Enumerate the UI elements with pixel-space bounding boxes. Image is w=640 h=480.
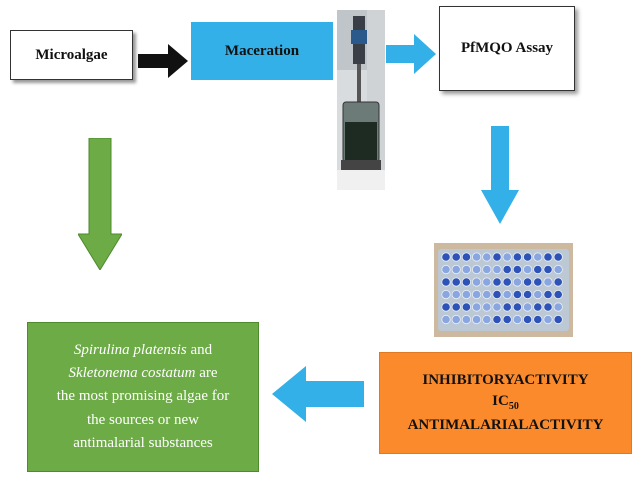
plate-well	[553, 302, 563, 312]
plate-well	[543, 314, 553, 325]
plate-well	[502, 252, 512, 262]
plate-well	[512, 314, 523, 325]
plate-well	[543, 289, 553, 300]
plate-well	[461, 289, 472, 300]
conclusion-box: Spirulina platensis and Skletonema costa…	[27, 322, 259, 472]
plate-well	[523, 264, 533, 275]
plate-well	[482, 302, 492, 312]
plate-well	[553, 277, 563, 287]
maceration-box: Maceration	[191, 22, 333, 80]
plate-well	[441, 289, 451, 300]
plate-well	[461, 277, 472, 287]
antimalarial-activity-label: ANTIMALARIALACTIVITY	[407, 416, 604, 433]
species-2-label: Skletonema costatum	[68, 365, 196, 382]
plate-well	[471, 289, 482, 300]
plate-well	[451, 264, 461, 275]
arrow-right-black	[138, 44, 188, 78]
arrow-left-blue	[272, 366, 364, 422]
plate-well	[543, 264, 553, 275]
plate-well	[441, 277, 451, 287]
plate-well	[492, 264, 502, 275]
species-1-label: Spirulina platensis	[73, 341, 187, 358]
plate-well	[492, 252, 502, 262]
arrow-down-green	[78, 138, 122, 270]
plate-well	[533, 277, 543, 287]
microalgae-box: Microalgae	[10, 30, 133, 80]
plate-well	[471, 264, 482, 275]
plate-well	[512, 289, 523, 300]
plate-well	[492, 314, 502, 325]
plate-well	[533, 252, 543, 262]
plate-well	[512, 302, 523, 312]
plate-well	[533, 289, 543, 300]
plate-well	[543, 277, 553, 287]
plate-well	[461, 252, 472, 262]
plate-well	[502, 277, 512, 287]
plate-well	[482, 314, 492, 325]
plate-well	[543, 252, 553, 262]
plate-well	[553, 264, 563, 275]
microalgae-label: Microalgae	[35, 46, 108, 63]
plate-well	[471, 302, 482, 312]
plate-well	[471, 277, 482, 287]
plate-well	[451, 314, 461, 325]
well-plate-photo	[434, 243, 573, 337]
plate-well	[512, 264, 523, 275]
plate-well	[482, 252, 492, 262]
plate-well	[471, 314, 482, 325]
plate-well	[451, 289, 461, 300]
plate-well	[533, 314, 543, 325]
plate-well	[533, 302, 543, 312]
plate-well	[441, 314, 451, 325]
homogenizer-photo	[337, 10, 385, 190]
maceration-label: Maceration	[224, 42, 300, 59]
plate-well	[523, 289, 533, 300]
pfmqo-assay-box: PfMQO Assay	[439, 6, 575, 91]
plate-well	[461, 264, 472, 275]
plate-well	[533, 264, 543, 275]
plate-well	[441, 264, 451, 275]
plate-well	[482, 264, 492, 275]
plate-well	[451, 252, 461, 262]
plate-well	[502, 302, 512, 312]
plate-well	[471, 252, 482, 262]
plate-well	[553, 289, 563, 300]
plate-well	[502, 264, 512, 275]
plate-well	[512, 252, 523, 262]
plate-well	[512, 277, 523, 287]
plate-well	[523, 277, 533, 287]
plate-well	[451, 277, 461, 287]
plate-well	[482, 289, 492, 300]
plate-well	[523, 252, 533, 262]
plate-well	[441, 302, 451, 312]
plate-well	[492, 277, 502, 287]
plate-well	[461, 302, 472, 312]
plate-well	[502, 314, 512, 325]
plate-well	[553, 314, 563, 325]
arrow-down-blue	[481, 126, 519, 224]
inhibitory-activity-label: INHIBITORYACTIVITY	[422, 371, 589, 388]
plate-well	[553, 252, 563, 262]
plate-well	[451, 302, 461, 312]
arrow-right-blue	[386, 34, 436, 74]
ic50-label: IC50	[492, 393, 519, 413]
plate-well	[523, 314, 533, 325]
result-box: INHIBITORYACTIVITY IC50 ANTIMALARIALACTI…	[379, 352, 632, 454]
conclusion-text: Spirulina platensis and Skletonema costa…	[56, 341, 230, 451]
plate-well	[492, 289, 502, 300]
plate-well	[523, 302, 533, 312]
plate-well	[502, 289, 512, 300]
plate-well	[461, 314, 472, 325]
plate-well	[482, 277, 492, 287]
plate-well	[492, 302, 502, 312]
plate-well	[543, 302, 553, 312]
pfmqo-assay-label: PfMQO Assay	[460, 40, 554, 56]
plate-well	[441, 252, 451, 262]
